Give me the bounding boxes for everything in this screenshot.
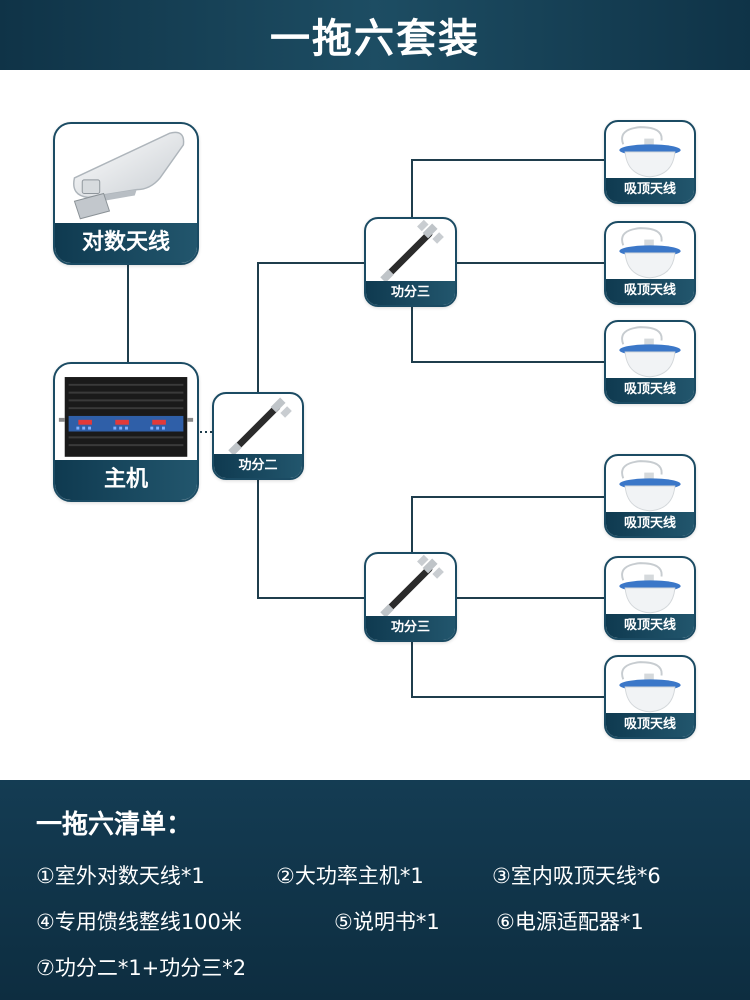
splitter2-icon [228, 397, 292, 456]
line-splitter2-top [257, 262, 364, 392]
log-antenna-icon [73, 131, 185, 220]
ceiling-antenna-card-6: 吸顶天线 [604, 655, 696, 739]
ceiling-antenna-icon [619, 227, 681, 279]
log-antenna-card: 对数天线 [53, 122, 199, 265]
host-device-icon [58, 377, 194, 457]
splitter3-icon [380, 554, 444, 618]
splitter3-top-card: 功分三 [364, 217, 457, 307]
checklist-item: ⑦功分二*1+功分三*2 [36, 956, 247, 980]
line-bottom-a1 [411, 496, 604, 562]
log-antenna-label: 对数天线 [55, 223, 197, 263]
line-top-a3 [411, 306, 604, 363]
checklist-item: ⑤说明书*1 [334, 910, 440, 934]
ceiling-antenna-label: 吸顶天线 [606, 614, 694, 638]
checklist-panel: 一拖六清单： ①室外对数天线*1 ②大功率主机*1 ③室内吸顶天线*6 ④专用馈… [0, 780, 750, 1000]
splitter2-card: 功分二 [212, 392, 304, 480]
checklist-title: 一拖六清单： [36, 810, 193, 840]
connection-lines [127, 159, 604, 698]
ceiling-antenna-label: 吸顶天线 [606, 178, 694, 202]
checklist-item: ③室内吸顶天线*6 [492, 864, 661, 888]
splitter3-icon [380, 219, 444, 283]
header: 一拖六套装 [0, 0, 750, 70]
ceiling-antenna-icon [619, 126, 681, 178]
connection-diagram: 对数天线 主机 [0, 70, 750, 780]
checklist-item: ②大功率主机*1 [276, 864, 424, 888]
ceiling-antenna-icon [619, 661, 681, 713]
checklist-item: ⑥电源适配器*1 [496, 910, 644, 934]
page-title: 一拖六套装 [270, 16, 480, 62]
ceiling-antenna-label: 吸顶天线 [606, 279, 694, 303]
host-label: 主机 [55, 460, 197, 500]
ceiling-antenna-card-1: 吸顶天线 [604, 120, 696, 204]
ceiling-antenna-icon [619, 460, 681, 512]
splitter2-label: 功分二 [214, 454, 302, 478]
line-splitter2-bottom [257, 480, 364, 599]
splitter3-top-label: 功分三 [366, 281, 455, 305]
ceiling-antenna-label: 吸顶天线 [606, 512, 694, 536]
checklist-item: ④专用馈线整线100米 [36, 910, 242, 934]
ceiling-antenna-label: 吸顶天线 [606, 378, 694, 402]
host-card: 主机 [53, 362, 199, 502]
line-bottom-a3 [411, 641, 604, 698]
splitter3-bottom-card: 功分三 [364, 552, 457, 642]
ceiling-antenna-label: 吸顶天线 [606, 713, 694, 737]
ceiling-antenna-card-3: 吸顶天线 [604, 320, 696, 404]
ceiling-antenna-card-4: 吸顶天线 [604, 454, 696, 538]
ceiling-antenna-card-5: 吸顶天线 [604, 556, 696, 640]
line-top-a1 [411, 159, 604, 227]
checklist-item: ①室外对数天线*1 [36, 864, 205, 888]
ceiling-antenna-card-2: 吸顶天线 [604, 221, 696, 305]
ceiling-antenna-icon [619, 562, 681, 614]
splitter3-bottom-label: 功分三 [366, 616, 455, 640]
ceiling-antenna-icon [619, 326, 681, 378]
